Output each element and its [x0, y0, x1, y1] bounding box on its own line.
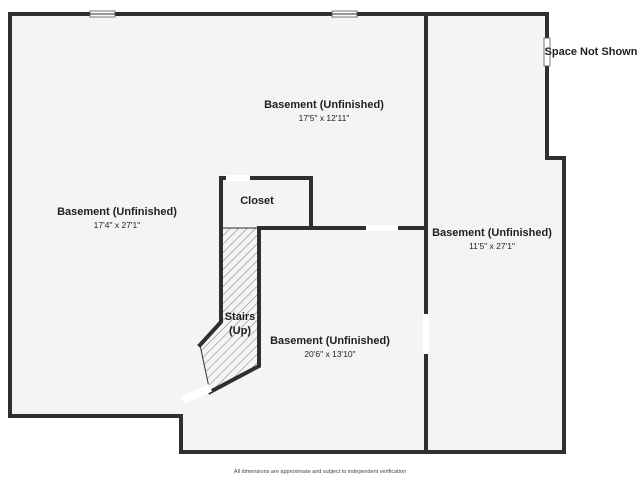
- stairs-wall: [207, 226, 261, 395]
- room-label-stairs: Stairs (Up): [225, 310, 256, 338]
- stairs-left-wall: [197, 226, 223, 348]
- room-name: Basement (Unfinished): [432, 227, 552, 239]
- closet-door: [226, 175, 250, 181]
- room-label-left: Basement (Unfinished) 17'4" x 27'1": [57, 205, 177, 231]
- room-dimensions: 11'5" x 27'1": [468, 241, 515, 251]
- room-dimensions: 20'6" x 13'10": [304, 349, 356, 359]
- window: [543, 37, 551, 67]
- room-dimensions: 17'5" x 12'11": [298, 113, 350, 123]
- room-label-right: Basement (Unfinished) 11'5" x 27'1": [432, 226, 552, 252]
- space-not-shown-text: Space Not Shown: [544, 46, 638, 58]
- center-room-door: [366, 225, 398, 231]
- stairs-line1: Stairs: [224, 311, 256, 323]
- space-not-shown-label: Space Not Shown: [545, 45, 638, 59]
- room-name: Basement (Unfinished): [270, 335, 390, 347]
- stairs-line2: (Up): [228, 325, 251, 337]
- closet-wall: [219, 176, 313, 230]
- bottom-door: [181, 384, 213, 404]
- room-name: Basement (Unfinished): [264, 99, 384, 111]
- room-label-top: Basement (Unfinished) 17'5" x 12'11": [264, 98, 384, 124]
- room-name: Closet: [240, 195, 274, 207]
- room-label-center: Basement (Unfinished) 20'6" x 13'10": [270, 334, 390, 360]
- room-label-closet: Closet: [240, 194, 274, 208]
- right-room-door: [423, 314, 429, 354]
- room-dimensions: 17'4" x 27'1": [93, 220, 141, 230]
- room-name: Basement (Unfinished): [57, 206, 177, 218]
- footnote: All dimensions are approximate and subje…: [233, 469, 407, 475]
